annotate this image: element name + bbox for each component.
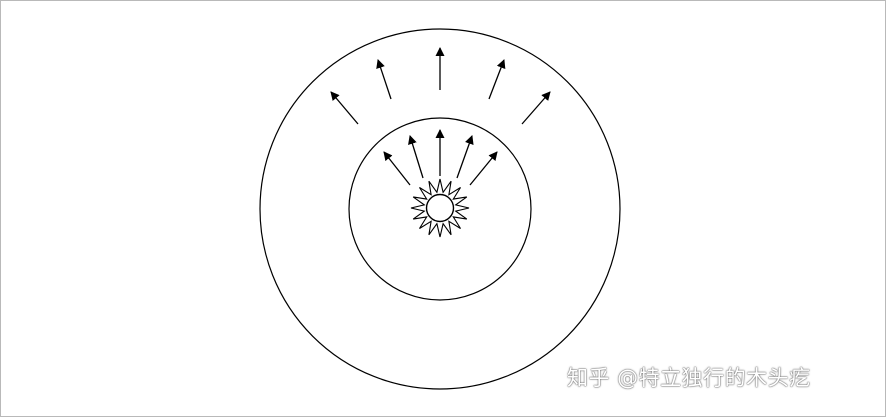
- inner-arrow: [469, 151, 498, 186]
- inner-circle: [348, 117, 532, 301]
- outer-circle: [259, 28, 621, 390]
- outer-arrow: [488, 59, 506, 100]
- inner-arrow: [456, 135, 474, 179]
- sun-star-icon: [410, 178, 470, 238]
- inner-arrow: [408, 135, 424, 179]
- outer-arrow: [330, 91, 359, 125]
- outer-arrow: [376, 59, 392, 100]
- inner-arrow-group: [383, 129, 498, 186]
- outer-arrow-group: [330, 47, 551, 125]
- outer-arrow: [521, 91, 551, 125]
- inner-arrow: [383, 151, 411, 186]
- sun-core: [425, 193, 455, 223]
- watermark-text: 知乎 @特立独行的木头疙: [567, 366, 811, 390]
